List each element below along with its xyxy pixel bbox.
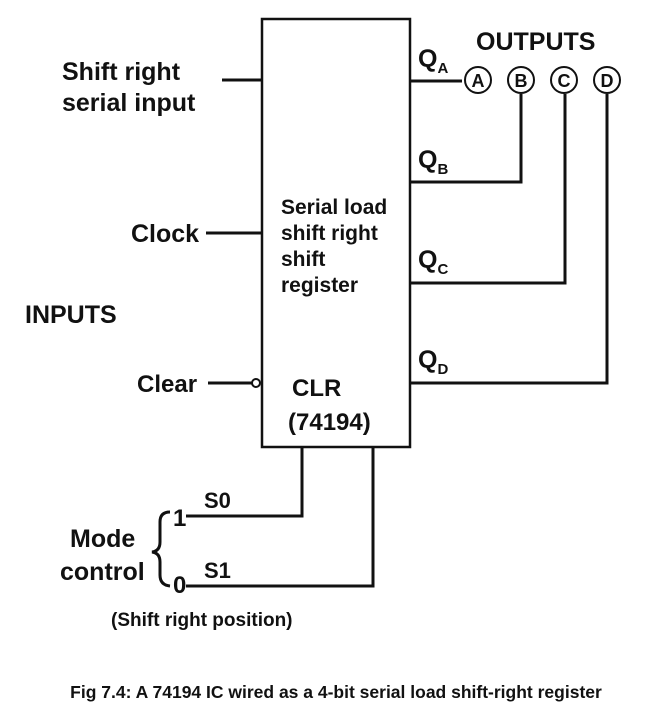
qb-subscript: B [437,161,448,178]
qb-wire [410,94,523,184]
shift-right-label: Shift right [62,58,181,86]
qc-wire [410,94,567,285]
serial-input-label: serial input [62,89,196,117]
clear-inversion-bubble [251,378,261,388]
s0-wire [186,447,304,518]
s1-label: S1 [204,558,231,583]
qd-subscript: D [437,361,448,378]
part-number-label: (74194) [288,409,371,436]
qd-wire [410,94,609,385]
qc-label: QC [418,246,448,278]
ic-box [260,17,412,449]
output-node-c [550,66,578,94]
output-node-d [593,66,621,94]
qa-subscript: A [437,60,448,77]
qa-label: QA [418,45,448,77]
qc-subscript: C [437,261,448,278]
s1-value: 0 [173,572,186,599]
qc-main: Q [418,246,437,274]
output-node-d-label: D [601,71,614,91]
clr-label: CLR [292,375,341,402]
ic-label-line-1: Serial load [281,196,387,219]
figure-caption: Fig 7.4: A 74194 IC wired as a 4-bit ser… [70,682,602,702]
mode-label: Mode [70,525,135,553]
clock-label: Clock [131,220,199,248]
output-node-a-label: A [472,71,485,91]
clear-label: Clear [137,371,197,398]
s1-wire [186,447,375,588]
qa-main: Q [418,45,437,73]
qd-label: QD [418,346,448,378]
qb-label: QB [418,146,448,178]
ic-label-line-4: register [281,274,358,297]
output-node-b [507,66,535,94]
s0-value: 1 [173,505,186,532]
outputs-group-label: OUTPUTS [476,28,595,56]
shift-right-position-note: (Shift right position) [111,610,293,631]
output-node-b-label: B [515,71,528,91]
ic-label-line-3: shift [281,248,325,271]
qd-main: Q [418,346,437,374]
output-node-a [464,66,492,94]
s0-label: S0 [204,488,231,513]
control-label: control [60,558,145,586]
inputs-group-label: INPUTS [25,301,117,329]
ic-label-line-2: shift right [281,222,378,245]
output-node-c-label: C [558,71,571,91]
qb-main: Q [418,146,437,174]
mode-brace [151,510,171,588]
